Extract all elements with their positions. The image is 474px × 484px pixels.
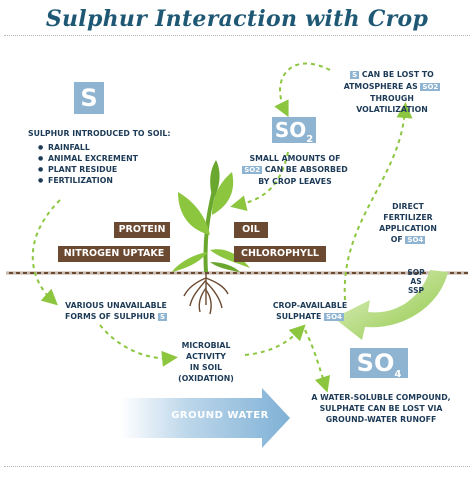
volatilization-line1: CAN BE LOST TO [361,70,434,79]
soil-intro-block: SULPHUR INTRODUCED TO SOIL: RAINFALL ANI… [28,128,208,186]
microbial-line1: MICROBIAL [181,341,231,350]
runoff-line3: GROUND-WATER RUNOFF [325,415,437,424]
ground-water-arrow [120,388,290,448]
unavailable-line2: FORMS OF SULPHUR [65,312,156,321]
chip-so4: SO4 [405,236,426,244]
plant-illustration [172,160,250,273]
leaves-line3: BY CROP LEAVES [258,177,332,186]
arrow-so2-to-leaves [230,151,289,212]
soil-intro-list: RAINFALL ANIMAL EXCREMENT PLANT RESIDUE … [38,142,208,186]
top-divider [4,35,470,36]
chip-so2: SO2 [242,166,263,174]
runoff-line1: A WATER-SOLUBLE COMPOUND, [311,393,451,402]
so4-symbol: SO4 [350,348,408,380]
list-item: PLANT RESIDUE [38,164,208,175]
so2-sub: 2 [306,134,314,145]
diagram-title: Sulphur Interaction with Crop [45,6,429,32]
direct-line3b: OF [390,235,403,244]
direct-line1: DIRECT [392,202,424,211]
list-item: RAINFALL [38,142,208,153]
crop-available-text: CROP-AVAILABLE SULPHATE SO4 [270,300,350,323]
as-line: AS [410,277,422,286]
list-item: ANIMAL EXCREMENT [38,153,208,164]
so4-main: SO [356,349,395,377]
direct-line3a: APPLICATION [379,224,437,233]
chip-so4: SO4 [324,313,344,321]
sulphur-symbol: S [74,82,104,114]
microbial-line3: IN SOIL [189,363,223,372]
runoff-line2: SULPHATE CAN BE LOST VIA [319,404,443,413]
volatilization-line3: VOLATILIZATION [356,105,428,114]
plant-roots [183,274,229,315]
nitrogen-uptake-label: NITROGEN UPTAKE [58,246,170,262]
arrow-microbial-to-sulphate [244,324,306,356]
chlorophyll-label: CHLOROPHYLL [234,246,326,262]
chip-s: S [157,313,167,321]
arrow-unavailable-to-microbial [99,324,178,367]
leaves-line1: SMALL AMOUNTS OF [249,154,341,163]
volatilization-text: S CAN BE LOST TO ATMOSPHERE AS SO2 THROU… [322,69,462,115]
chip-so2: SO2 [420,83,441,91]
unavailable-forms-text: VARIOUS UNAVAILABLE FORMS OF SULPHUR S [56,300,176,323]
arrow-sulphate-to-atmosphere [343,102,413,301]
arrow-intro-to-unavailable [31,199,61,306]
so2-symbol: SO2 [272,117,316,145]
runoff-text: A WATER-SOLUBLE COMPOUND, SULPHATE CAN B… [306,392,456,425]
leaves-absorption-text: SMALL AMOUNTS OF SO2 CAN BE ABSORBED BY … [240,153,350,187]
list-item: FERTILIZATION [38,175,208,186]
microbial-line4: (OXIDATION) [178,374,234,383]
bottom-divider [4,466,470,467]
sop-ssp-text: SOP AS SSP [398,268,434,295]
soil-intro-heading: SULPHUR INTRODUCED TO SOIL: [28,129,171,138]
volatilization-line2a: ATMOSPHERE AS [343,82,418,91]
protein-label: PROTEIN [114,222,170,238]
leaves-line2: CAN BE ABSORBED [264,165,348,174]
fertilizer-arrow [334,270,448,340]
so4-sub: 4 [394,368,402,380]
sop-line: SOP [407,268,425,277]
crop-available-line1: CROP-AVAILABLE [272,301,348,310]
microbial-line2: ACTIVITY [186,352,226,361]
oil-label: OIL [234,222,268,238]
unavailable-line1: VARIOUS UNAVAILABLE [65,301,167,310]
volatilization-line2b: THROUGH [370,94,414,103]
microbial-activity-text: MICROBIAL ACTIVITY IN SOIL (OXIDATION) [168,340,244,384]
ssp-line: SSP [408,286,424,295]
crop-available-line2: SULPHATE [276,312,322,321]
chip-s: S [350,71,360,79]
direct-fertilizer-text: DIRECT FERTILIZER APPLICATION OF SO4 [368,201,448,246]
direct-line2: FERTILIZER [383,213,433,222]
ground-water-label: GROUND WATER [171,410,269,421]
so2-main: SO [274,118,307,142]
arrow-sulphate-to-runoff [304,329,331,393]
